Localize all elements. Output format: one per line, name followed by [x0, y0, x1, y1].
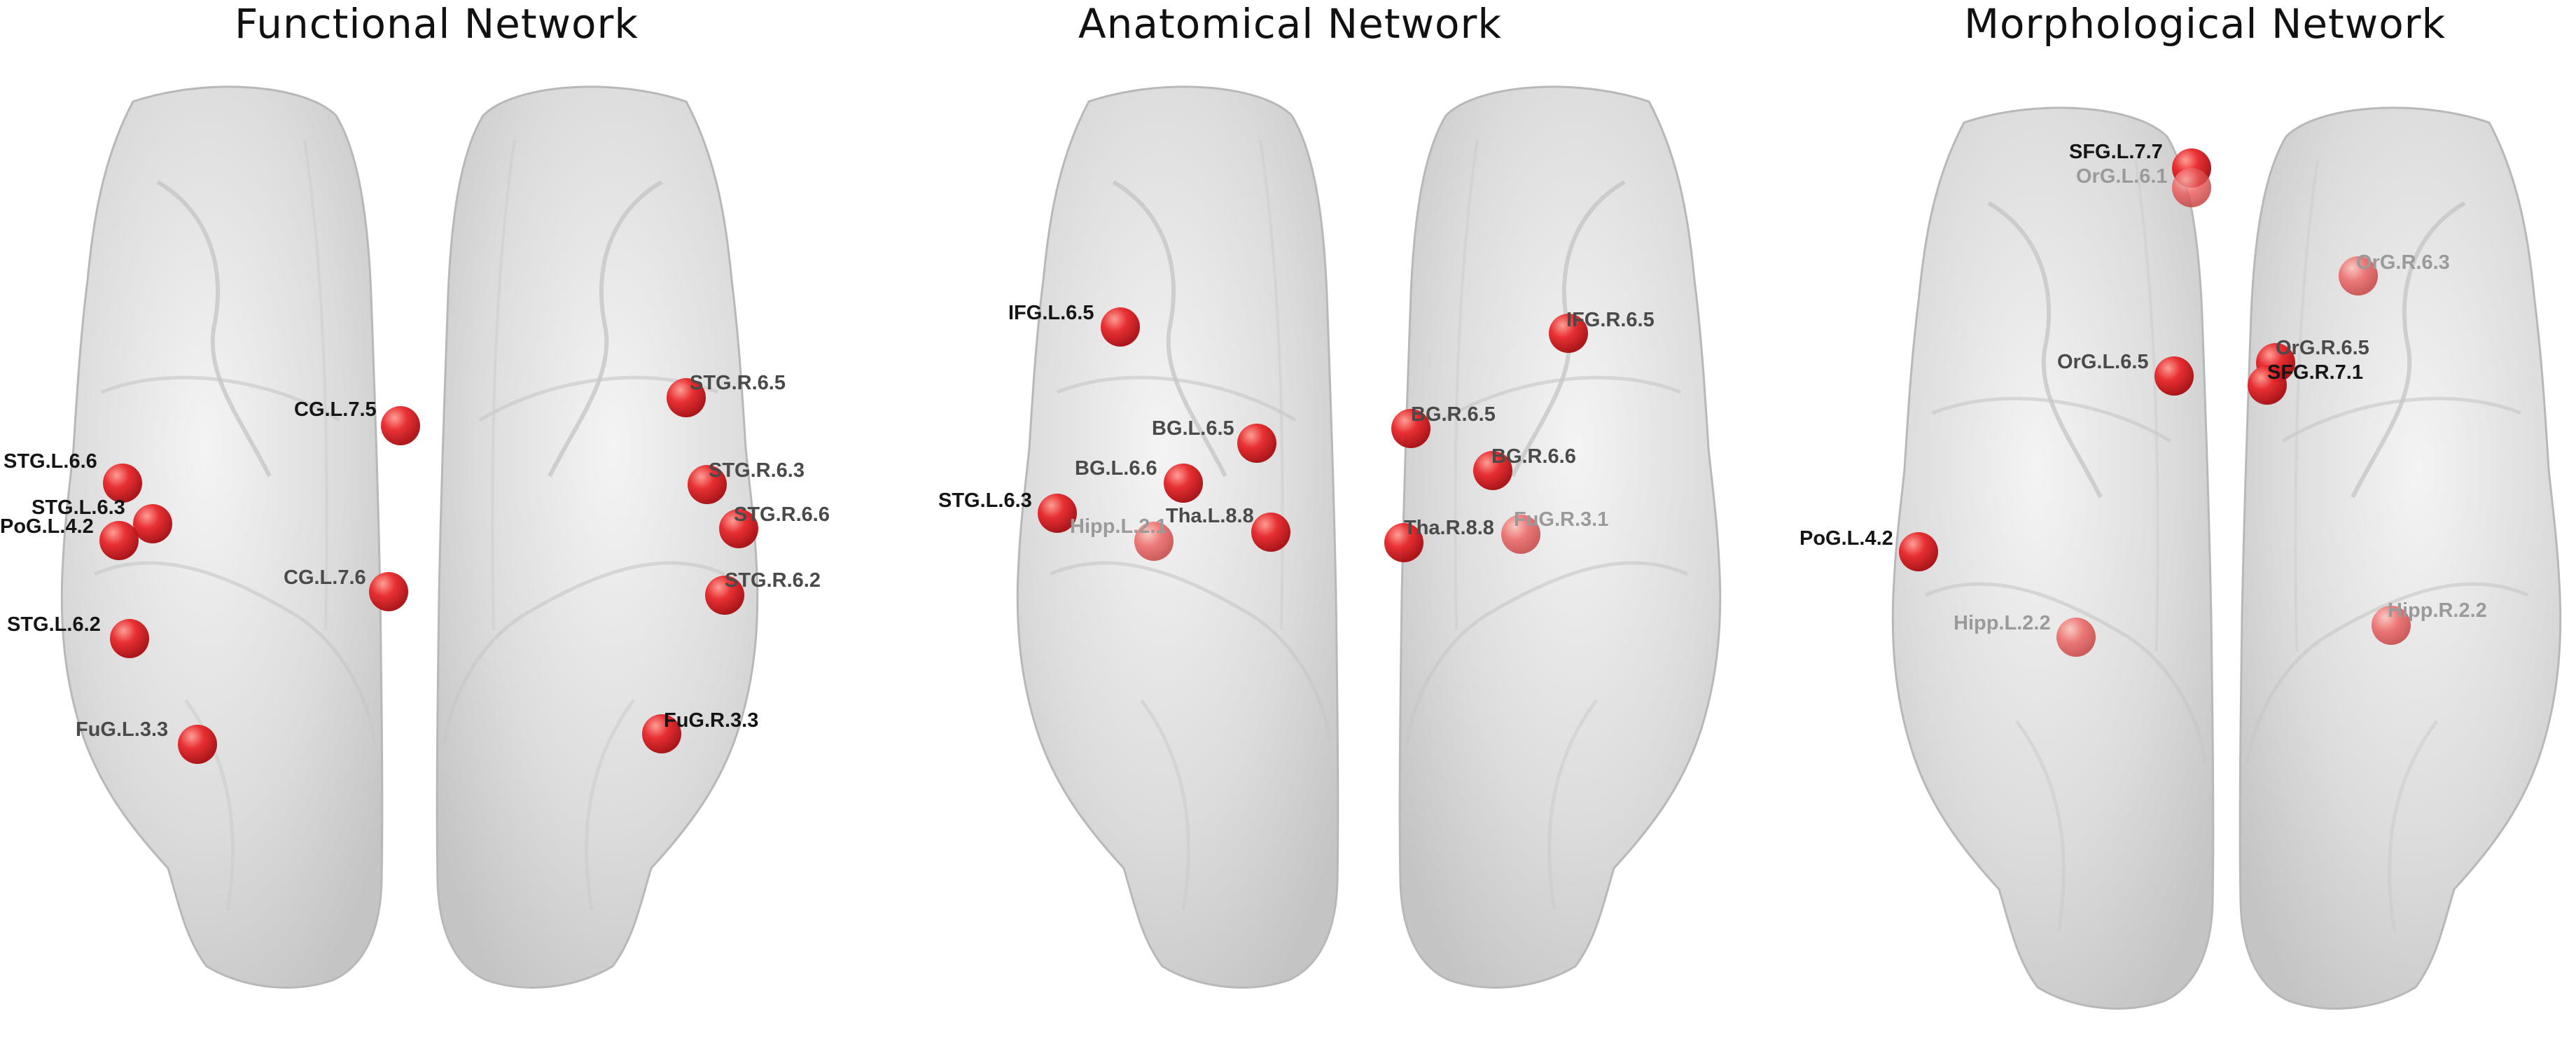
brain-region-node — [1038, 494, 1077, 533]
brain-region-node — [103, 464, 142, 503]
morphological-network-title: Morphological Network — [1964, 0, 2446, 48]
anatomical-network-title: Anatomical Network — [1078, 0, 1502, 48]
brain-region-label: FuG.L.3.3 — [76, 718, 168, 741]
brain-region-label: STG.L.6.2 — [7, 613, 101, 636]
brain-region-node — [133, 504, 172, 543]
brain-region-label: IFG.R.6.5 — [1566, 309, 1655, 331]
brain-region-node — [1101, 307, 1140, 347]
brain-region-label: OrG.R.6.5 — [2276, 337, 2369, 359]
brain-region-label: SFG.L.7.7 — [2069, 141, 2163, 163]
brain-region-label: STG.R.6.5 — [690, 372, 786, 394]
brain-region-label: BG.R.6.6 — [1491, 445, 1576, 468]
brain-region-label: Hipp.R.2.2 — [2388, 599, 2487, 622]
brain-region-node — [719, 509, 758, 548]
brain-region-node — [705, 576, 744, 615]
brain-region-node — [2248, 366, 2287, 405]
brain-region-label: BG.L.6.5 — [1152, 417, 1234, 440]
brain-region-label: OrG.L.6.1 — [2076, 165, 2168, 188]
anatomical-left-hemisphere — [1017, 87, 1338, 987]
brain-region-node — [1391, 409, 1430, 448]
brain-region-node — [667, 378, 706, 417]
brain-region-node — [1501, 515, 1540, 554]
brain-region-label: CG.L.7.5 — [294, 398, 377, 421]
brain-region-label: BG.R.6.5 — [1411, 403, 1496, 426]
functional-right-hemisphere — [437, 87, 758, 987]
brain-region-node — [2172, 168, 2211, 207]
morphological-brain — [1893, 108, 2560, 1008]
brain-region-label: Hipp.L.2.2 — [1954, 612, 2051, 634]
nodes-layer — [99, 148, 2411, 764]
brain-region-node — [688, 465, 727, 504]
brain-region-node — [110, 619, 149, 658]
brain-region-label: PoG.L.4.2 — [0, 515, 94, 538]
brain-region-label: CG.L.7.6 — [284, 566, 366, 589]
brain-region-node — [2154, 356, 2194, 396]
brain-region-node — [1473, 451, 1512, 490]
brain-region-node — [1899, 532, 1938, 571]
morphological-right-hemisphere — [2240, 108, 2561, 1008]
brain-region-node — [99, 521, 139, 560]
brain-region-label: STG.R.6.2 — [725, 569, 821, 592]
brain-region-node — [1237, 424, 1276, 463]
brain-region-node — [2339, 256, 2378, 295]
brain-region-label: PoG.L.4.2 — [1799, 527, 1893, 550]
brain-region-label: STG.R.6.3 — [709, 459, 805, 482]
morphological-left-hemisphere — [1893, 108, 2213, 1008]
brain-region-label: STG.L.6.6 — [4, 450, 97, 473]
brain-region-node — [369, 572, 408, 611]
brain-region-label: BG.L.6.6 — [1075, 457, 1157, 480]
brain-region-node — [2372, 606, 2411, 645]
brain-region-label: IFG.L.6.5 — [1008, 302, 1094, 324]
brain-region-node — [1549, 314, 1588, 353]
labels-layer: CG.L.7.5STG.L.6.6STG.L.6.3PoG.L.4.2STG.L… — [0, 141, 2487, 741]
brain-region-node — [178, 725, 217, 764]
brain-region-node — [381, 406, 420, 445]
brain-region-node — [642, 714, 681, 753]
brain-region-label: OrG.L.6.5 — [2057, 351, 2149, 373]
brain-region-label: STG.L.6.3 — [32, 496, 125, 519]
brain-region-label: Tha.L.8.8 — [1166, 505, 1254, 527]
brain-region-node — [1251, 513, 1290, 552]
brain-region-node — [1384, 523, 1423, 562]
brain-region-label: STG.L.6.3 — [938, 489, 1032, 512]
brain-region-label: FuG.R.3.1 — [1514, 508, 1608, 531]
brain-region-node — [1134, 522, 1174, 561]
brain-region-label: Tha.R.8.8 — [1404, 517, 1494, 539]
functional-network-title: Functional Network — [235, 0, 639, 48]
brain-region-label: OrG.R.6.3 — [2356, 251, 2450, 274]
brain-region-label: FuG.R.3.3 — [664, 709, 758, 732]
brain-region-label: SFG.R.7.1 — [2267, 361, 2363, 384]
brain-region-label: Hipp.L.2.1 — [1070, 515, 1167, 538]
brain-region-label: STG.R.6.6 — [734, 503, 830, 526]
brain-region-node — [2056, 618, 2096, 657]
brain-region-node — [1164, 464, 1203, 503]
